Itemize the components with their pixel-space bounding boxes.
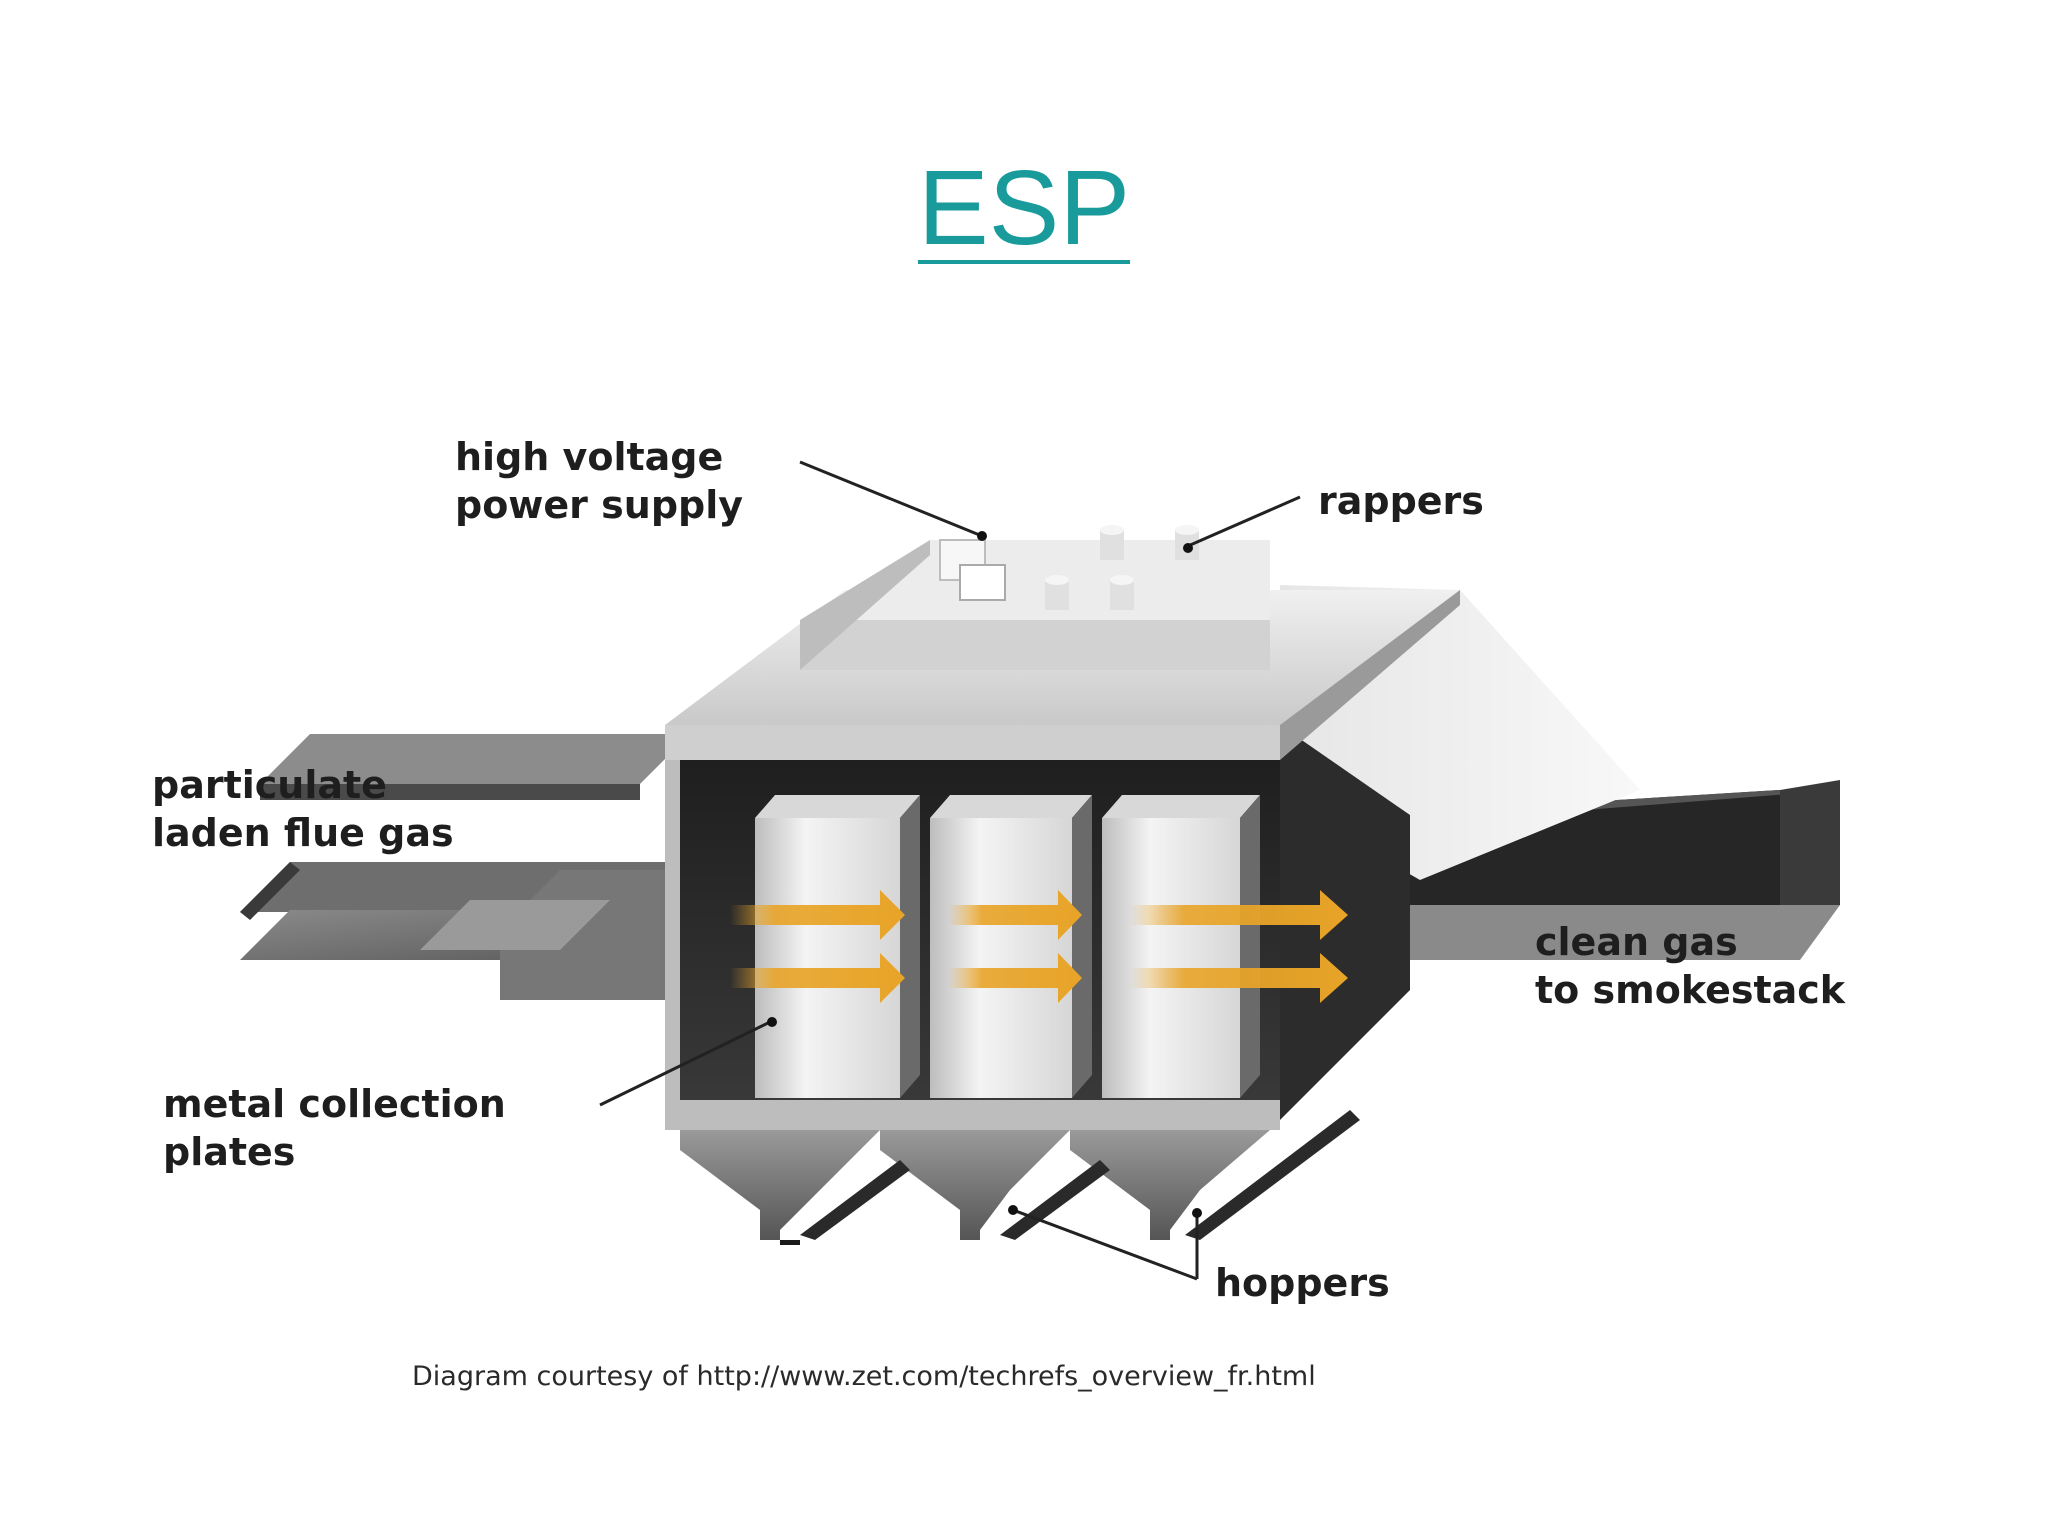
- flow-arrow: [1130, 890, 1348, 940]
- label-power-supply-line2: power supply: [455, 483, 743, 527]
- leader-dot: [1183, 543, 1193, 553]
- flow-arrow: [948, 953, 1082, 1003]
- power-supply-box: [800, 539, 1270, 670]
- rapper-cylinders: [1045, 525, 1199, 610]
- leader-rappers: [1187, 495, 1301, 548]
- rapper: [1045, 575, 1069, 610]
- leader-plates: [599, 1020, 771, 1107]
- leader-dot: [977, 531, 987, 541]
- collection-plate-1: [755, 795, 920, 1098]
- label-rappers: rappers: [1318, 479, 1484, 523]
- flow-arrow: [948, 890, 1082, 940]
- collection-plates: [755, 795, 1260, 1098]
- label-plates-line1: metal collection: [163, 1082, 506, 1126]
- flow-arrow: [1130, 953, 1348, 1003]
- label-inlet-line2: laden flue gas: [152, 811, 454, 855]
- label-outlet-line2: to smokestack: [1535, 968, 1846, 1012]
- hopper: [880, 1130, 1070, 1240]
- label-inlet-line1: particulate: [152, 763, 387, 807]
- collection-plate-3: [1102, 795, 1260, 1098]
- leader-power-supply: [799, 460, 983, 538]
- label-hoppers: hoppers: [1215, 1261, 1390, 1305]
- slide-title[interactable]: ESP: [917, 149, 1131, 267]
- collection-plate-2: [930, 795, 1092, 1098]
- hopper: [680, 1130, 880, 1240]
- leader-lines: [599, 460, 1301, 1281]
- label-outlet-line1: clean gas: [1535, 920, 1738, 964]
- leader-dot: [767, 1017, 777, 1027]
- rapper: [1175, 525, 1199, 560]
- flow-arrow: [730, 953, 905, 1003]
- label-power-supply-line1: high voltage: [455, 435, 723, 479]
- label-plates-line2: plates: [163, 1130, 295, 1174]
- diagram-credit: Diagram courtesy of http://www.zet.com/t…: [412, 1361, 1316, 1392]
- hopper: [1070, 1130, 1270, 1240]
- inlet-duct: [240, 734, 690, 1000]
- leader-dot: [1192, 1208, 1202, 1218]
- leader-hopper-1: [1012, 1208, 1198, 1281]
- rapper: [1100, 525, 1124, 560]
- flow-arrow: [730, 890, 905, 940]
- leader-dot: [1008, 1205, 1018, 1215]
- hoppers: [665, 1100, 1360, 1245]
- gas-flow-arrows: [730, 890, 1348, 1003]
- rapper: [1110, 575, 1134, 610]
